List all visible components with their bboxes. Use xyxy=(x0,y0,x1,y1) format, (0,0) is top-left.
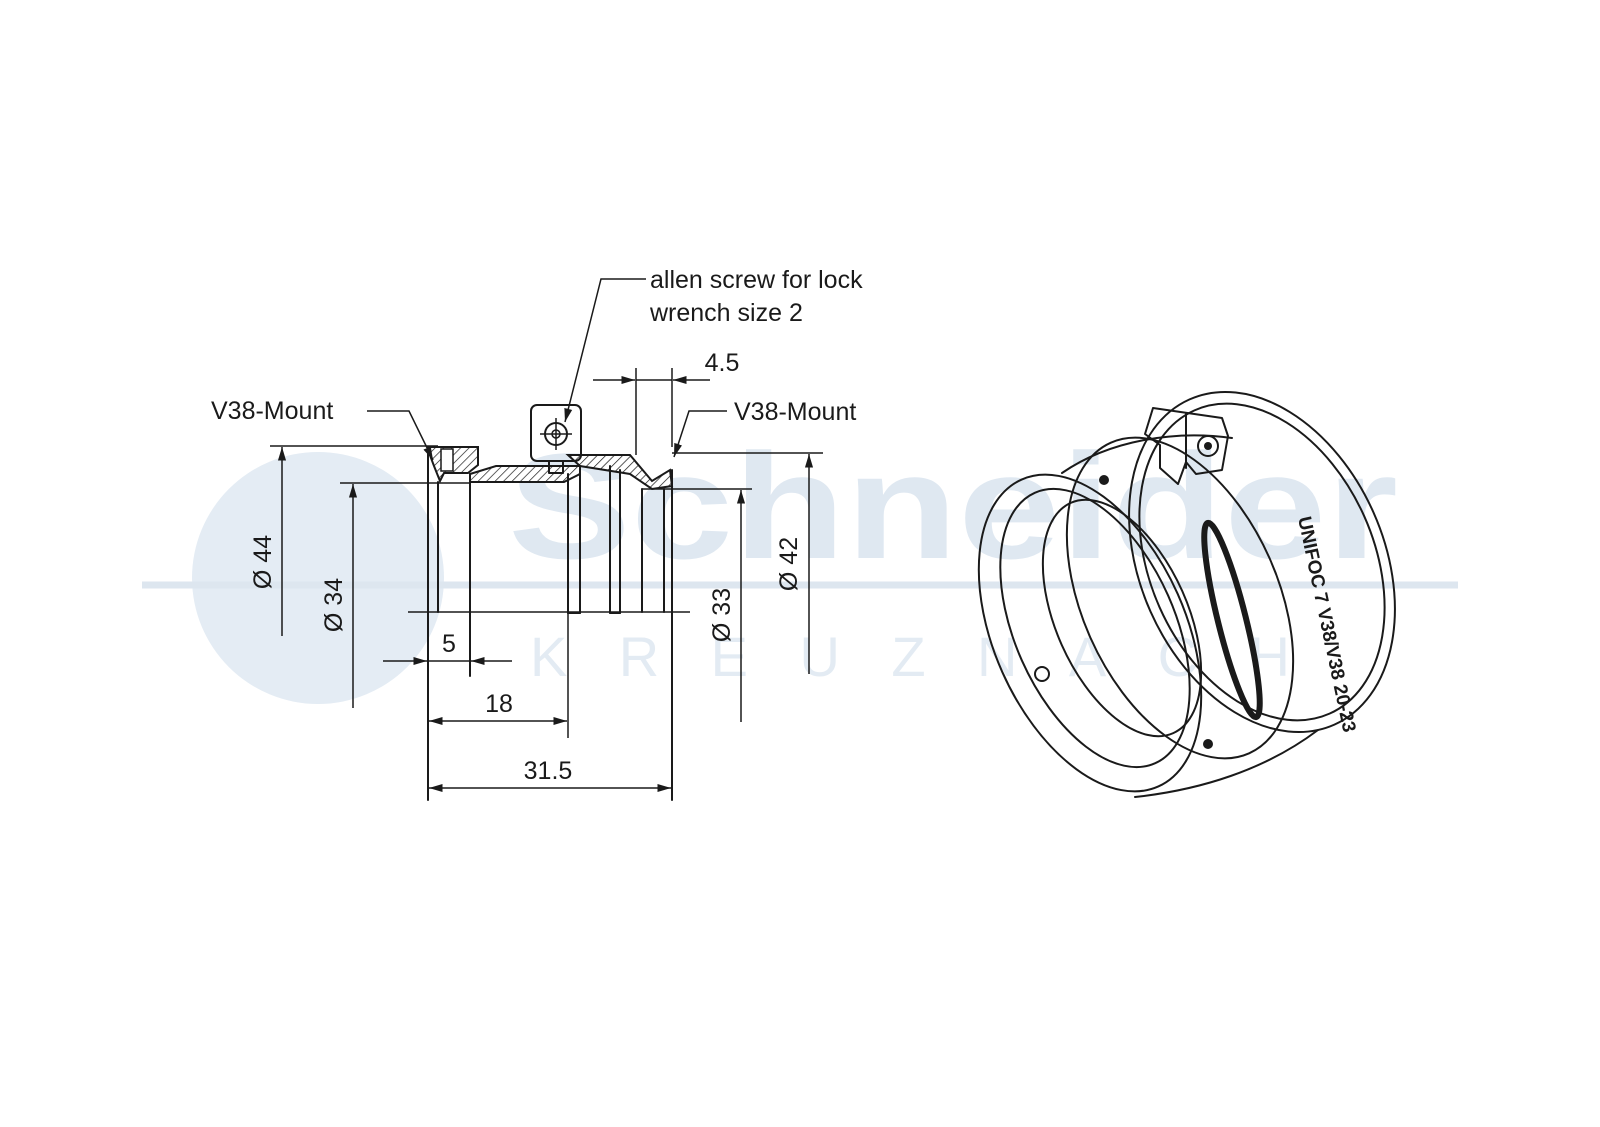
dim-d33-label: Ø 33 xyxy=(708,588,736,642)
dim-5-label: 5 xyxy=(442,630,456,658)
dim-d34-label: Ø 34 xyxy=(320,578,348,632)
rear-ring-inner xyxy=(1138,402,1386,722)
screw-shank xyxy=(548,460,564,474)
leader-mount-right xyxy=(673,410,727,458)
dim-31.5-label: 31.5 xyxy=(524,757,573,785)
middle-band xyxy=(1065,436,1295,760)
callout-screw-line2: wrench size 2 xyxy=(649,299,803,327)
watermark: Schneider KREUZNACH xyxy=(142,422,1458,704)
dim-d44-label: Ø 44 xyxy=(249,535,277,589)
body-bottom-edge xyxy=(1134,729,1319,798)
leader-mount-left xyxy=(367,410,434,461)
leader-allen-screw xyxy=(564,278,646,423)
watermark-circle xyxy=(192,452,444,704)
dim-4.5-label: 4.5 xyxy=(705,349,740,377)
lock-screw-3d xyxy=(1197,435,1219,457)
lock-screw-socket-3d xyxy=(1204,442,1212,450)
callout-mount-left: V38-Mount xyxy=(211,397,333,425)
hole-top xyxy=(1099,475,1109,485)
bayonet-lug xyxy=(1201,519,1263,721)
hole-left xyxy=(1034,666,1050,682)
callout-screw-line1: allen screw for lock xyxy=(650,266,863,294)
dim-18-label: 18 xyxy=(485,690,513,718)
hole-bottom xyxy=(1203,739,1213,749)
front-ring-inner xyxy=(999,487,1191,769)
dimension-labels: Ø 44 Ø 34 Ø 33 Ø 42 5 18 31.5 4.5 xyxy=(249,349,803,785)
front-ring-outer xyxy=(977,473,1203,793)
lock-block xyxy=(1144,407,1229,485)
dimension-lines xyxy=(270,278,823,793)
rear-ring-outer xyxy=(1128,390,1396,734)
dim-d42-label: Ø 42 xyxy=(775,537,803,591)
callouts: allen screw for lock wrench size 2 V38-M… xyxy=(211,266,863,426)
watermark-brand: Schneider xyxy=(508,422,1398,590)
left-screw-hole xyxy=(440,448,454,472)
callout-mount-right: V38-Mount xyxy=(734,398,856,426)
